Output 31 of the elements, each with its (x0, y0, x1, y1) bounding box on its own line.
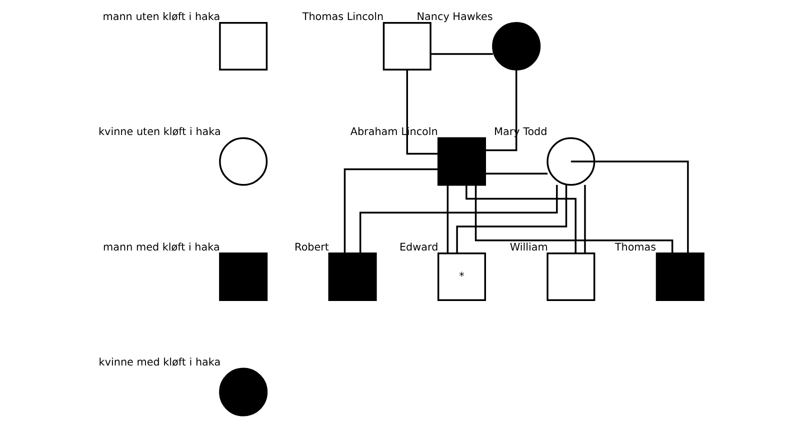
connector (474, 184, 674, 254)
node-label: mann med kløft i haka (103, 241, 220, 254)
node-label: Edward (399, 241, 438, 254)
node-box: * (437, 252, 486, 302)
node-circle (492, 22, 541, 70)
connector (359, 184, 558, 254)
node-label: kvinne med kløft i haka (98, 356, 221, 369)
node-circle (219, 137, 268, 186)
node-label: Thomas Lincoln (302, 10, 384, 23)
connector (456, 184, 568, 254)
node-label: William (510, 241, 548, 254)
node-box (219, 252, 268, 302)
connector (485, 172, 548, 174)
node-box (219, 22, 268, 70)
node-box (437, 137, 486, 186)
connector (570, 160, 689, 254)
node-circle (546, 137, 596, 186)
node-box (328, 252, 377, 302)
connector (430, 53, 493, 55)
node-box (546, 252, 596, 302)
node-box (382, 22, 432, 70)
node-label: Nancy Hawkes (416, 10, 493, 23)
connector (446, 184, 449, 254)
node-box (656, 252, 704, 302)
connector (584, 184, 586, 254)
node-label: kvinne uten kløft i haka (98, 126, 221, 138)
connector (466, 184, 576, 254)
node-label: mann uten kløft i haka (102, 10, 220, 23)
node-label: Thomas (614, 241, 656, 254)
node-label: Robert (294, 241, 330, 254)
node-circle (219, 368, 268, 416)
